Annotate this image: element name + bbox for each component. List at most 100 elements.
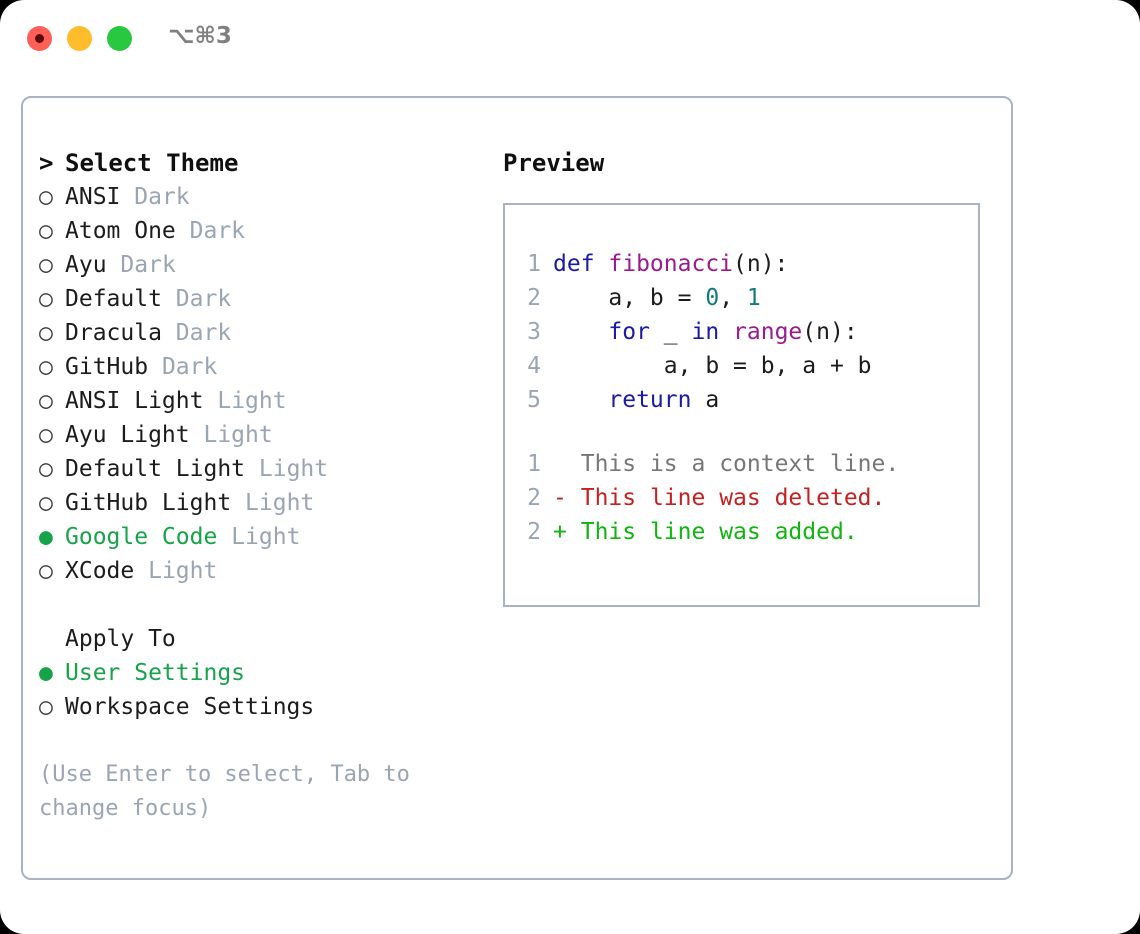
- theme-variant-badge: Light: [231, 524, 301, 550]
- diff-sample-lines: 1 This is a context line. 2- This line wa…: [527, 447, 970, 549]
- radio-unselected-icon[interactable]: ○: [39, 320, 53, 346]
- line-number: 2: [527, 519, 541, 545]
- radio-unselected-icon[interactable]: ○: [39, 252, 53, 278]
- theme-name-label: ANSI Light: [65, 388, 204, 414]
- theme-option-row[interactable]: ○ Ayu Dark: [39, 248, 489, 282]
- code-token: 0: [705, 285, 720, 311]
- theme-option-row[interactable]: ○Default Light Light: [39, 452, 489, 486]
- keyboard-shortcut-label: ⌥⌘3: [168, 23, 232, 49]
- minimize-window-button[interactable]: [67, 26, 92, 51]
- theme-name-label: Default: [65, 286, 162, 312]
- radio-unselected-icon[interactable]: ○: [39, 456, 53, 482]
- code-token: [719, 319, 733, 345]
- maximize-window-button[interactable]: [107, 26, 132, 51]
- prompt-caret-icon: >: [39, 149, 54, 177]
- theme-name-label: Ayu Light: [65, 422, 190, 448]
- diff-gap-space: [567, 485, 581, 511]
- theme-variant-badge: Dark: [175, 286, 232, 312]
- radio-unselected-icon[interactable]: ○: [39, 184, 53, 210]
- hint-line-2: change focus): [39, 796, 212, 821]
- radio-selected-icon[interactable]: ●: [39, 660, 53, 686]
- theme-picker-panel: >Select Theme ○ ANSI Dark ○ Atom One Dark ○ A…: [21, 96, 1013, 880]
- radio-unselected-icon[interactable]: ○: [39, 286, 53, 312]
- close-icon: [35, 34, 44, 43]
- theme-label-gap: [231, 490, 245, 516]
- radio-unselected-icon[interactable]: ○: [39, 694, 53, 720]
- apply-to-label: Apply To: [65, 626, 176, 652]
- theme-label-gap: [148, 354, 162, 380]
- diff-gap-space: [567, 451, 581, 477]
- apply-to-option-row[interactable]: ●User Settings: [39, 656, 489, 690]
- diff-text: This line was added.: [580, 519, 858, 545]
- diff-line: 1 This is a context line.: [527, 447, 970, 481]
- theme-name-label: Atom One: [65, 218, 176, 244]
- code-token: (n):: [733, 251, 789, 277]
- theme-option-row[interactable]: ○Atom One Dark: [39, 214, 489, 248]
- line-number: 5: [527, 387, 541, 413]
- radio-selected-icon[interactable]: ●: [39, 524, 53, 550]
- theme-label-gap: [217, 524, 231, 550]
- theme-option-row[interactable]: ○ANSI Dark: [39, 180, 489, 214]
- code-token: [553, 387, 608, 413]
- code-line: 3 for _ in range(n):: [527, 315, 970, 349]
- apply-to-option-label: Workspace Settings: [65, 694, 315, 720]
- radio-unselected-icon[interactable]: ○: [39, 422, 53, 448]
- code-line: 2 a, b = 0, 1: [527, 281, 970, 315]
- line-number: 1: [527, 451, 541, 477]
- code-token: 1: [746, 285, 761, 311]
- theme-option-row[interactable]: ○ Default Dark: [39, 282, 489, 316]
- diff-sign: -: [553, 485, 567, 511]
- radio-unselected-icon[interactable]: ○: [39, 388, 53, 414]
- code-line: 4 a, b = b, a + b: [527, 349, 970, 383]
- diff-text: This line was deleted.: [580, 485, 886, 511]
- diff-gap-space: [567, 519, 581, 545]
- theme-variant-badge: Dark: [161, 354, 218, 380]
- theme-option-list[interactable]: ○ANSI Dark○Atom One Dark○Ayu Dark○Defaul…: [39, 180, 489, 588]
- radio-unselected-icon[interactable]: ○: [39, 218, 53, 244]
- theme-variant-badge: Light: [245, 490, 315, 516]
- select-theme-heading: >Select Theme: [39, 146, 489, 180]
- line-number: 4: [527, 353, 541, 379]
- theme-option-row[interactable]: ○ XCode Light: [39, 554, 489, 588]
- theme-name-label: Ayu: [65, 252, 107, 278]
- radio-unselected-icon[interactable]: ○: [39, 558, 53, 584]
- theme-name-label: GitHub: [65, 354, 149, 380]
- theme-option-row[interactable]: ○GitHub Light Light: [39, 486, 489, 520]
- theme-variant-badge: Dark: [120, 252, 176, 278]
- theme-option-row[interactable]: ○ GitHub Dark: [39, 350, 489, 384]
- code-token: [553, 319, 608, 345]
- preview-title: Preview: [503, 149, 605, 177]
- radio-unselected-icon[interactable]: ○: [39, 354, 53, 380]
- theme-name-label: XCode: [65, 558, 135, 584]
- theme-option-row[interactable]: ● Google Code Light: [39, 520, 489, 554]
- code-token: ,: [719, 285, 747, 311]
- theme-name-label: ANSI: [65, 184, 121, 210]
- theme-name-label: Google Code: [65, 524, 218, 550]
- theme-option-row[interactable]: ○Dracula Dark: [39, 316, 489, 350]
- diff-text: This is a context line.: [580, 451, 900, 477]
- diff-sign: [553, 451, 567, 477]
- theme-label-gap: [120, 184, 134, 210]
- apply-to-heading: Apply To: [39, 622, 489, 656]
- code-token: a: [691, 387, 720, 413]
- code-token: in: [691, 319, 720, 345]
- theme-variant-badge: Light: [258, 456, 329, 482]
- apply-to-option-list[interactable]: ●User Settings ○ Workspace Settings: [39, 656, 489, 724]
- radio-unselected-icon[interactable]: ○: [39, 490, 53, 516]
- theme-option-row[interactable]: ○ANSI Light Light: [39, 384, 489, 418]
- theme-variant-badge: Dark: [175, 320, 232, 346]
- theme-variant-badge: Light: [148, 558, 218, 584]
- theme-option-row[interactable]: ○Ayu Light Light: [39, 418, 489, 452]
- code-token: _: [649, 319, 692, 345]
- apply-to-option-row[interactable]: ○ Workspace Settings: [39, 690, 489, 724]
- title-bar: ⌥⌘3: [0, 0, 1140, 78]
- diff-sign: +: [553, 519, 567, 545]
- code-token: for: [608, 319, 650, 345]
- line-number: 2: [527, 485, 541, 511]
- apply-to-marker-slot: [39, 622, 65, 656]
